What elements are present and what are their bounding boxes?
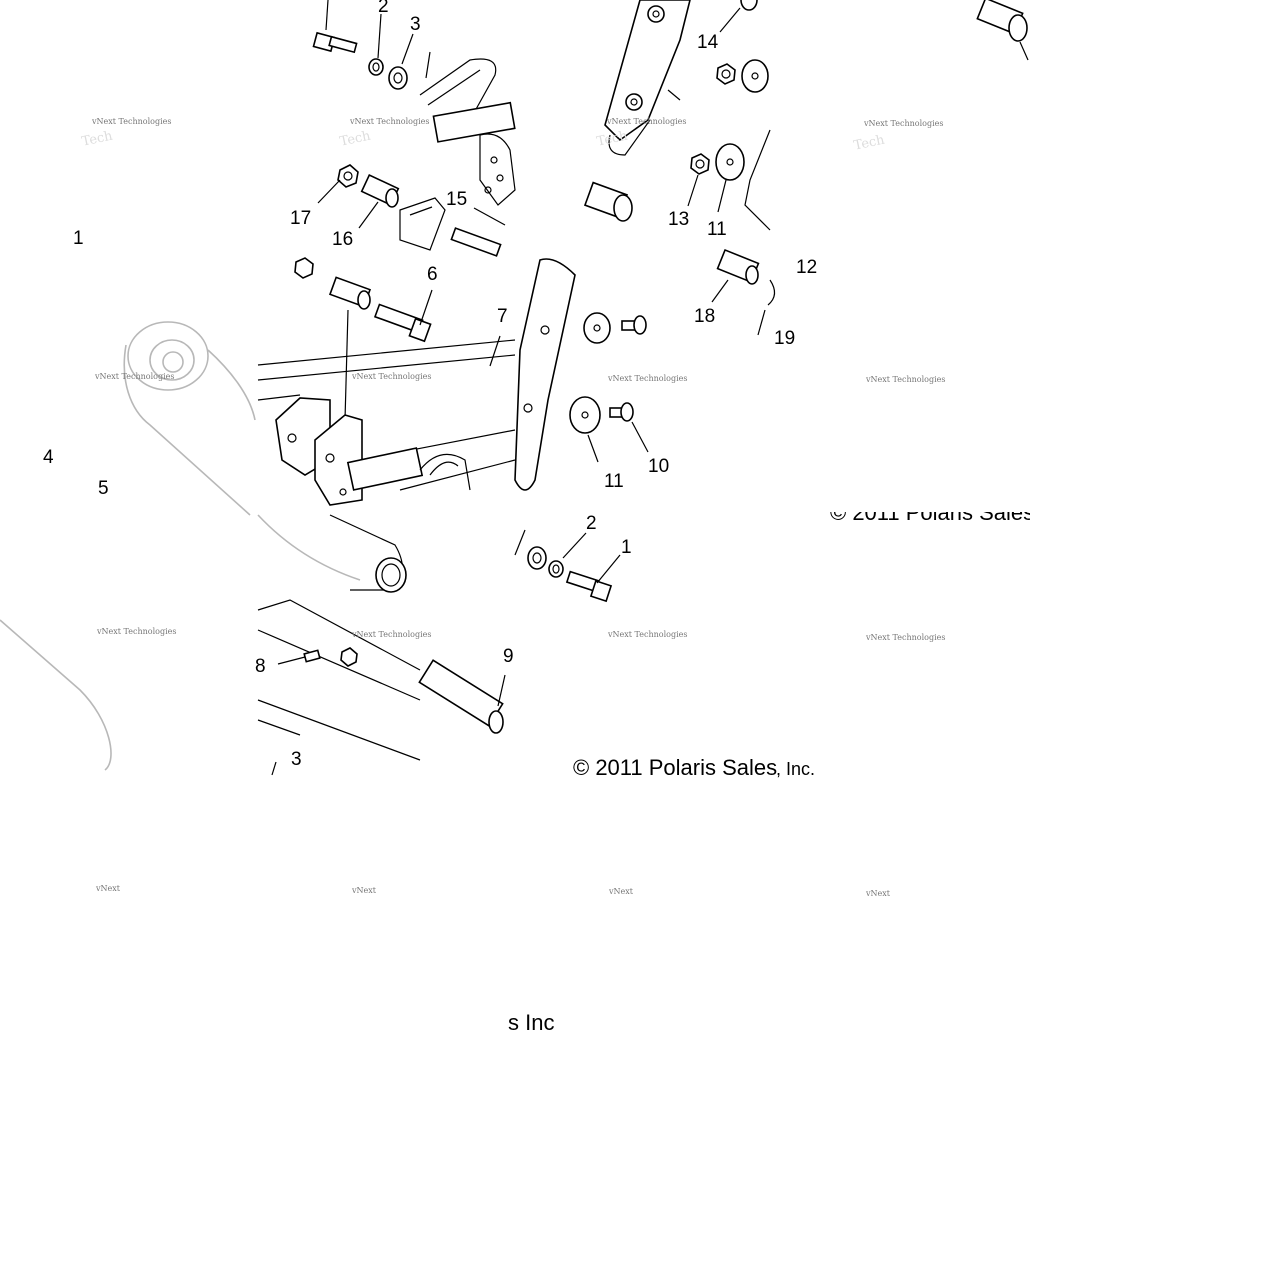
- svg-text:Tech: Tech: [852, 132, 886, 153]
- bolt-and-washers-top: [312, 0, 516, 206]
- callout-13: 13: [668, 209, 689, 230]
- watermark: Tech vNext Technologies: [852, 119, 943, 154]
- svg-text:vNext Technologies: vNext Technologies: [863, 119, 943, 128]
- watermark: Tech vNext Technologies: [595, 117, 686, 150]
- callout-4: 4: [43, 447, 54, 468]
- nut-bushing-group: [317, 164, 506, 257]
- svg-text:vNext Technologies: vNext Technologies: [865, 375, 945, 384]
- svg-text:vNext: vNext: [608, 887, 634, 896]
- svg-text:vNext Technologies: vNext Technologies: [351, 372, 431, 381]
- callout-18: 18: [694, 306, 715, 327]
- svg-text:vNext Technologies: vNext Technologies: [606, 117, 686, 126]
- svg-text:vNext: vNext: [865, 889, 891, 898]
- watermark: vNext: [351, 886, 377, 895]
- callout-9: 9: [503, 646, 514, 667]
- watermark: vNext: [95, 884, 121, 893]
- watermark: vNext Technologies: [865, 375, 945, 384]
- callout-3: 3: [410, 14, 421, 35]
- callout-labels: 2 3 14 17 16 15 13 11 1 6 7 12 18 19 4 5…: [43, 0, 817, 770]
- shock-absorber-drawing: [0, 321, 256, 771]
- copyright-main: © 2011 Polaris Sales: [573, 755, 777, 780]
- watermark: vNext Technologies: [351, 372, 431, 381]
- callout-10: 10: [648, 456, 669, 477]
- link-arm-assembly-top: [583, 0, 771, 231]
- watermark: vNext Technologies: [94, 372, 174, 381]
- copyright-main-tail: , Inc.: [776, 759, 815, 779]
- watermark: Tech vNext Technologies: [80, 117, 171, 150]
- callout-15: 15: [446, 189, 467, 210]
- watermark: Tech vNext Technologies: [338, 117, 429, 150]
- svg-text:vNext: vNext: [95, 884, 121, 893]
- callout-12: 12: [796, 257, 817, 278]
- callout-19: 19: [774, 328, 795, 349]
- callout-5: 5: [98, 478, 109, 499]
- svg-text:vNext Technologies: vNext Technologies: [91, 117, 171, 126]
- callout-14: 14: [697, 32, 719, 53]
- copyright-lower-fragment: s Inc: [508, 1010, 554, 1035]
- svg-text:vNext: vNext: [351, 886, 377, 895]
- watermark: vNext: [865, 889, 891, 898]
- svg-text:vNext Technologies: vNext Technologies: [607, 374, 687, 383]
- svg-text:Tech: Tech: [595, 128, 629, 149]
- callout-11: 11: [604, 471, 624, 492]
- svg-text:vNext Technologies: vNext Technologies: [351, 630, 431, 639]
- svg-text:vNext Technologies: vNext Technologies: [349, 117, 429, 126]
- callout-8: 8: [255, 656, 266, 677]
- callout-3: 3: [291, 749, 302, 770]
- callout-17: 17: [290, 208, 311, 229]
- callout-6: 6: [427, 264, 438, 285]
- svg-text:vNext Technologies: vNext Technologies: [607, 630, 687, 639]
- watermark-layer: Tech vNext Technologies Tech vNext Technol…: [80, 117, 945, 898]
- bushing-far-right: [976, 0, 1029, 61]
- callout-7: 7: [497, 306, 508, 327]
- svg-text:Tech: Tech: [338, 128, 372, 149]
- watermark: vNext Technologies: [351, 630, 431, 639]
- callout-11: 11: [707, 219, 727, 240]
- watermark: vNext Technologies: [607, 630, 687, 639]
- callout-2: 2: [378, 0, 389, 17]
- lower-shock-and-tube: [257, 514, 621, 776]
- callout-1: 1: [621, 537, 632, 558]
- svg-text:vNext Technologies: vNext Technologies: [96, 627, 176, 636]
- callout-16: 16: [332, 229, 353, 250]
- watermark: vNext Technologies: [865, 633, 945, 642]
- svg-text:Tech: Tech: [80, 128, 114, 149]
- callout-1: 1: [73, 228, 84, 249]
- svg-text:vNext Technologies: vNext Technologies: [865, 633, 945, 642]
- callout-2: 2: [586, 513, 597, 534]
- frame-and-bolt-middle: [257, 248, 776, 506]
- watermark: vNext Technologies: [607, 374, 687, 383]
- watermark: vNext: [608, 887, 634, 896]
- watermark: vNext Technologies: [96, 627, 176, 636]
- svg-text:vNext Technologies: vNext Technologies: [94, 372, 174, 381]
